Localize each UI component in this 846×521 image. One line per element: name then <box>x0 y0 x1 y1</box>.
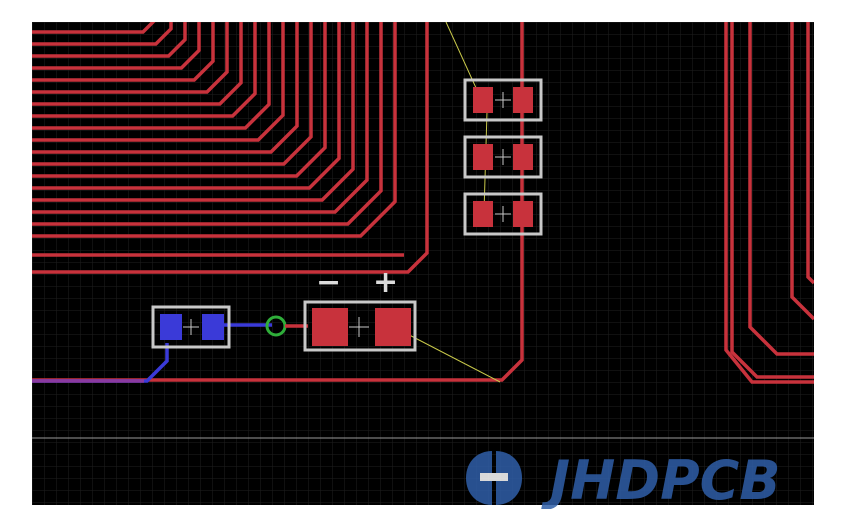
trace-outer-l[interactable] <box>32 22 524 382</box>
bundle-trace[interactable] <box>32 22 187 58</box>
bundle-trace[interactable] <box>32 22 327 178</box>
smd-component-1[interactable] <box>463 78 543 122</box>
bundle-trace-outer[interactable] <box>32 22 429 274</box>
watermark-logo: JHDPCB <box>466 449 780 509</box>
bundle-trace[interactable] <box>32 22 159 34</box>
logo-mark-right <box>496 451 522 505</box>
watermark-text: JHDPCB <box>541 449 780 509</box>
component-outline <box>463 192 543 236</box>
bundle-trace[interactable] <box>32 22 229 94</box>
logo-mark-left <box>466 451 492 505</box>
smd-component-3[interactable] <box>463 192 543 236</box>
pad[interactable] <box>513 87 533 113</box>
pad-positive[interactable] <box>375 308 411 346</box>
pad[interactable] <box>513 201 533 227</box>
bundle-trace[interactable] <box>32 22 299 154</box>
long-traces[interactable] <box>32 22 524 382</box>
bundle-trace[interactable] <box>32 22 397 238</box>
bundle-trace[interactable] <box>32 22 355 202</box>
right-trace[interactable] <box>748 22 814 356</box>
pad-negative[interactable] <box>312 308 348 346</box>
pad[interactable] <box>202 314 224 340</box>
center-cross <box>495 149 511 165</box>
polarity-minus-label: − <box>316 265 342 300</box>
bundle-trace[interactable] <box>32 22 285 142</box>
bundle-trace[interactable] <box>32 22 215 82</box>
component-outline <box>463 78 543 122</box>
center-cross <box>495 206 511 222</box>
bundle-trace[interactable] <box>32 22 271 130</box>
right-trace[interactable] <box>790 22 814 321</box>
pad[interactable] <box>513 144 533 170</box>
bundle-trace[interactable] <box>32 22 369 214</box>
bundle-trace[interactable] <box>32 22 243 106</box>
pad[interactable] <box>473 87 493 113</box>
smd-group-right[interactable] <box>463 78 543 236</box>
polarity-plus-label: + <box>373 265 399 300</box>
right-trace[interactable] <box>724 22 814 384</box>
polarized-capacitor[interactable] <box>303 300 417 352</box>
bundle-trace[interactable] <box>32 22 341 190</box>
right-trace[interactable] <box>806 22 814 285</box>
logo-mark-bar <box>480 473 508 481</box>
bundle-trace[interactable] <box>32 22 201 70</box>
pad[interactable] <box>473 144 493 170</box>
pad[interactable] <box>473 201 493 227</box>
smd-component-2[interactable] <box>463 135 543 179</box>
bundle-trace[interactable] <box>32 22 173 46</box>
pcb-canvas[interactable]: − + <box>32 22 814 505</box>
center-cross <box>349 317 369 337</box>
right-trace[interactable] <box>730 22 814 379</box>
trace-bundle[interactable] <box>32 22 429 274</box>
component-outline <box>151 305 231 349</box>
bundle-trace[interactable] <box>32 22 257 118</box>
center-cross <box>495 92 511 108</box>
component-outline <box>303 300 417 352</box>
bundle-trace[interactable] <box>32 22 313 166</box>
grid <box>32 22 814 505</box>
component-outline <box>463 135 543 179</box>
smd-bottom-component[interactable] <box>151 305 231 349</box>
pcb-board[interactable] <box>32 22 814 505</box>
bundle-trace[interactable] <box>32 22 383 226</box>
pad[interactable] <box>160 314 182 340</box>
right-traces[interactable] <box>724 22 814 384</box>
center-cross <box>183 319 199 335</box>
